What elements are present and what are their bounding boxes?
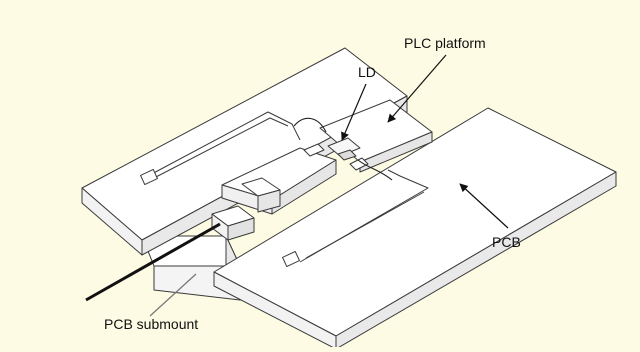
optical-fiber	[85, 222, 221, 302]
plc-platform-label: PLC platform	[404, 35, 486, 51]
plc-platform-arrow	[387, 54, 447, 123]
fiber-connector	[211, 177, 281, 241]
ld-arrow	[341, 83, 367, 141]
right-pcb-board	[213, 107, 617, 350]
pcb-label: PCB	[492, 234, 521, 250]
pcb-arrow	[459, 183, 509, 229]
wire-bonds	[293, 117, 393, 181]
pcb-submount-label: PCB submount	[104, 316, 199, 332]
ld-label: LD	[358, 64, 376, 80]
pcb-submount-leader	[149, 273, 197, 317]
